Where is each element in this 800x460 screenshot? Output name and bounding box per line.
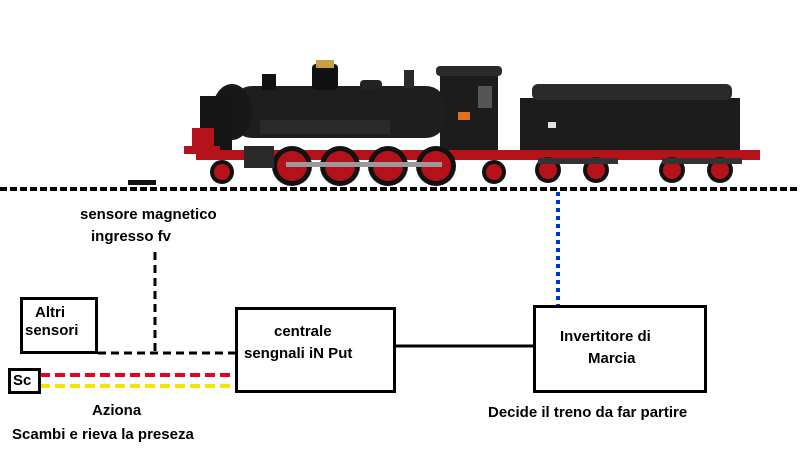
altri-sensori-line2: sensori [25,322,79,339]
locomotive-picture [128,60,760,186]
altri-sensori-line1: Altri [35,304,65,321]
invertitore-line1: Invertitore di [560,328,651,345]
centrale-line1: centrale [274,323,332,340]
boiler [212,60,446,140]
sensor-label-line2: ingresso fv [91,228,172,245]
smokebox [184,96,232,154]
scambi-caption: Scambi e rieva la preseza [12,426,194,443]
invertitore-box: Invertitore di Marcia [533,305,707,393]
sc-box: Sc [8,368,41,394]
sensor-label-line1: sensore magnetico [80,206,217,223]
sc-label: Sc [13,372,32,389]
cab [436,66,502,150]
decide-caption: Decide il treno da far partire [488,404,688,421]
connector-lines [40,192,560,388]
centrale-line2: sengnali iN Put [244,345,353,362]
invertitore-line2: Marcia [588,350,636,367]
tender [510,84,760,183]
centrale-box: centrale sengnali iN Put [235,307,396,393]
driving-wheels [210,146,506,186]
altri-sensori-box: Altri sensori [20,297,98,354]
aziona-caption: Aziona [92,402,142,419]
magnetic-sensor-plate [128,180,156,185]
